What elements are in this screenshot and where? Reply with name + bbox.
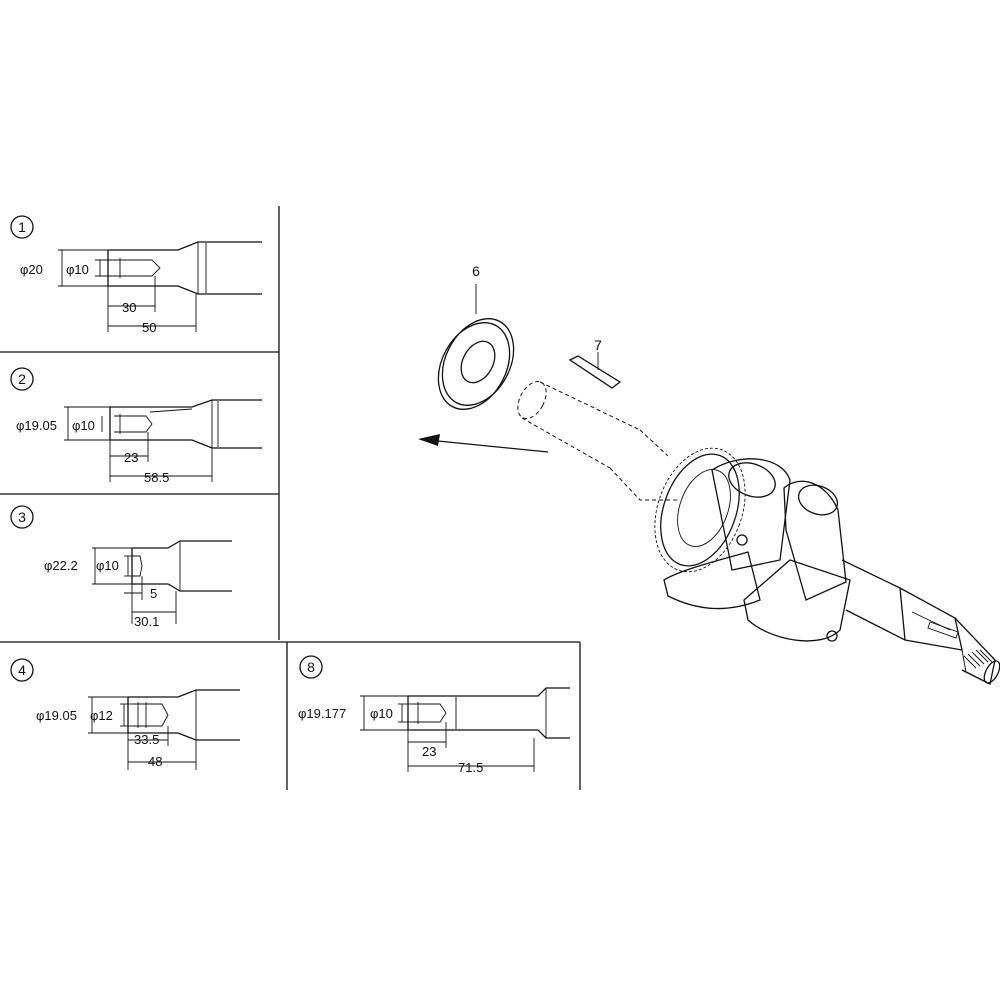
panel-number: 1 [18, 219, 26, 235]
length-a-label: 30 [122, 300, 136, 315]
length-b-label: 48 [148, 754, 162, 769]
inner-diameter-label: φ10 [370, 706, 393, 721]
thrust-washer [437, 284, 515, 410]
dashed-shaft-outline [517, 380, 680, 501]
inner-diameter-label: φ12 [90, 708, 113, 723]
panel-number-circle [10, 215, 34, 239]
length-b-label: 30.1 [134, 614, 159, 629]
woodruff-key [568, 352, 622, 389]
length-a-label: 23 [422, 744, 436, 759]
shaft-drawing [58, 241, 262, 332]
length-a-label: 5 [150, 586, 157, 601]
crank-web [663, 458, 851, 642]
shaft-variant-1: 1 φ20 φ10 30 50 [10, 215, 262, 335]
shaft-drawing [64, 399, 262, 482]
inner-diameter-label: φ10 [96, 558, 119, 573]
outer-diameter-label: φ19.05 [36, 708, 77, 723]
length-a-label: 33.5 [134, 732, 159, 747]
panel-number-circle [10, 505, 34, 529]
shaft-drawing [88, 689, 240, 770]
outer-diameter-label: φ22.2 [44, 558, 78, 573]
callout-number-6: 6 [472, 263, 480, 279]
inner-diameter-label: φ10 [66, 262, 89, 277]
shaft-drawing [92, 540, 232, 624]
length-a-label: 23 [124, 450, 138, 465]
outer-diameter-label: φ19.05 [16, 418, 57, 433]
direction-arrow [418, 434, 549, 453]
panel-number: 4 [18, 662, 26, 678]
shaft-variant-8: 8 φ19.177 φ10 23 71.5 [298, 655, 570, 775]
timing-gear [654, 447, 746, 573]
crankshaft-exploded-view: 6 7 [418, 263, 1000, 685]
shaft-variant-2: 2 φ19.05 φ10 23 58.5 [10, 367, 262, 485]
outer-diameter-label: φ19.177 [298, 706, 346, 721]
panel-number: 8 [307, 659, 315, 675]
length-b-label: 50 [142, 320, 156, 335]
panel-number-circle [10, 367, 34, 391]
panel-frame [0, 206, 581, 790]
outer-diameter-label: φ20 [20, 262, 43, 277]
shaft-variant-3: 3 φ22.2 φ10 5 30.1 [10, 505, 232, 629]
inner-diameter-label: φ10 [72, 418, 95, 433]
callout-number-7: 7 [594, 337, 602, 353]
panel-number: 3 [18, 509, 26, 525]
panel-number-circle [10, 658, 34, 682]
length-b-label: 71.5 [458, 760, 483, 775]
panel-number-circle [299, 655, 323, 679]
length-b-label: 58.5 [144, 470, 169, 485]
panel-number: 2 [18, 371, 26, 387]
shaft-drawing [360, 687, 570, 772]
output-shaft [841, 559, 1000, 685]
shaft-variant-4: 4 φ19.05 φ12 33.5 48 [10, 658, 240, 770]
